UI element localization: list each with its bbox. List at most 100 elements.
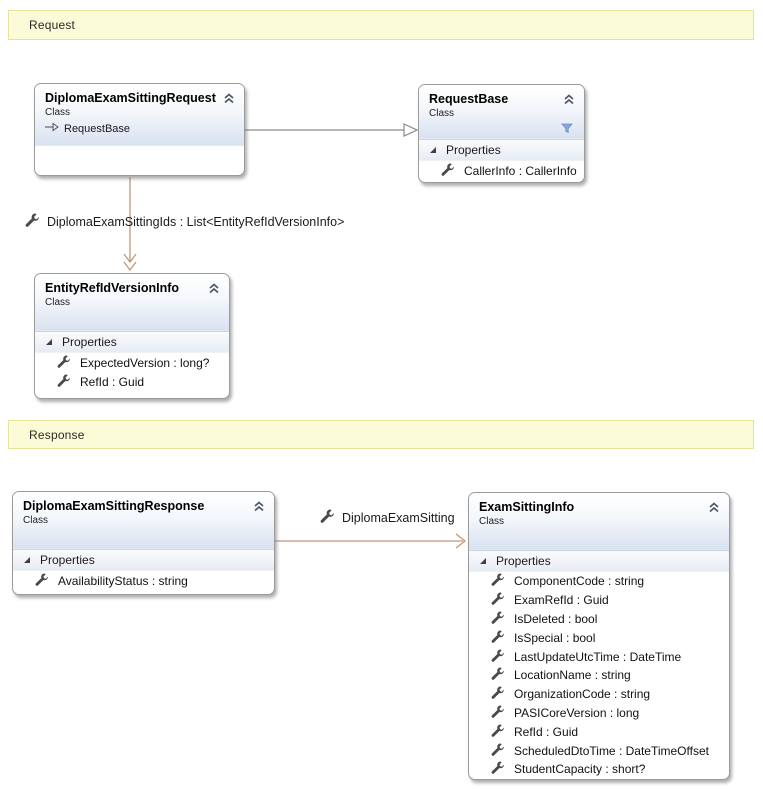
section-label: Properties xyxy=(496,554,551,568)
member-row[interactable]: ExamRefId : Guid xyxy=(469,591,729,610)
collapse-chevron-icon[interactable] xyxy=(563,92,575,105)
comment-banner-request[interactable]: Request xyxy=(8,10,754,40)
property-wrench-icon xyxy=(491,743,504,759)
class-box-entity-ref-id-version-info[interactable]: EntityRefIdVersionInfo Class Properties … xyxy=(34,273,230,399)
member-label: IsSpecial : bool xyxy=(514,630,596,645)
class-kind: Class xyxy=(429,108,455,119)
class-kind: Class xyxy=(479,516,505,527)
association-label-diploma-exam-sitting[interactable]: DiplomaExamSitting xyxy=(320,509,455,526)
member-label: RefId : Guid xyxy=(514,724,579,739)
member-row[interactable]: RefId : Guid xyxy=(469,722,729,741)
member-row[interactable]: IsSpecial : bool xyxy=(469,628,729,647)
member-row[interactable]: LastUpdateUtcTime : DateTime xyxy=(469,647,729,666)
member-row[interactable]: AvailabilityStatus : string xyxy=(13,571,274,590)
class-kind: Class xyxy=(45,107,71,118)
class-box-diploma-exam-sitting-request[interactable]: DiplomaExamSittingRequest Class RequestB… xyxy=(34,83,245,176)
member-label: ExpectedVersion : long? xyxy=(80,355,210,370)
property-wrench-icon xyxy=(491,630,504,646)
member-label: LocationName : string xyxy=(514,668,631,683)
section-header-properties[interactable]: Properties xyxy=(419,139,584,161)
collapse-chevron-icon[interactable] xyxy=(223,91,235,104)
member-label: IsDeleted : bool xyxy=(514,611,598,626)
association-connector-diploma-exam-sitting[interactable] xyxy=(275,533,467,549)
association-label-text: DiplomaExamSitting xyxy=(342,510,455,525)
property-wrench-icon xyxy=(491,724,504,740)
filter-icon[interactable] xyxy=(561,121,573,134)
section-label: Properties xyxy=(446,143,501,157)
member-row[interactable]: ExpectedVersion : long? xyxy=(35,353,229,372)
comment-banner-response[interactable]: Response xyxy=(8,420,754,449)
property-wrench-icon xyxy=(35,572,48,589)
class-box-exam-sitting-info[interactable]: ExamSittingInfo Class Properties Compone… xyxy=(468,492,730,780)
collapse-chevron-icon[interactable] xyxy=(208,281,220,294)
property-wrench-icon xyxy=(491,592,504,608)
property-wrench-icon xyxy=(320,509,334,526)
class-box-request-base[interactable]: RequestBase Class Properties CallerInfo … xyxy=(418,84,585,183)
property-wrench-icon xyxy=(57,354,70,371)
banner-label: Response xyxy=(29,428,85,442)
expander-icon xyxy=(23,553,31,567)
class-header[interactable]: EntityRefIdVersionInfo Class xyxy=(35,274,229,331)
section-header-properties[interactable]: Properties xyxy=(13,549,274,571)
member-label: LastUpdateUtcTime : DateTime xyxy=(514,649,682,664)
class-title: EntityRefIdVersionInfo xyxy=(45,281,180,295)
class-header[interactable]: ExamSittingInfo Class xyxy=(469,493,729,550)
collapse-chevron-icon[interactable] xyxy=(253,499,265,512)
expander-icon xyxy=(45,335,53,349)
association-connector-exam-sitting-ids[interactable] xyxy=(123,177,137,272)
expander-icon xyxy=(429,143,437,157)
member-label: ComponentCode : string xyxy=(514,574,645,589)
section-header-properties[interactable]: Properties xyxy=(35,331,229,353)
member-label: StudentCapacity : short? xyxy=(514,762,646,777)
banner-label: Request xyxy=(29,18,76,32)
class-header[interactable]: RequestBase Class xyxy=(419,85,584,139)
class-kind: Class xyxy=(45,297,71,308)
property-wrench-icon xyxy=(491,705,504,721)
property-wrench-icon xyxy=(491,686,504,702)
member-row[interactable]: ScheduledDtoTime : DateTimeOffset xyxy=(469,741,729,760)
member-row[interactable]: RefId : Guid xyxy=(35,372,229,391)
member-row[interactable]: CallerInfo : CallerInfo xyxy=(419,161,584,180)
expander-icon xyxy=(479,554,487,568)
member-label: RefId : Guid xyxy=(80,374,145,389)
class-header[interactable]: DiplomaExamSittingResponse Class xyxy=(13,492,274,549)
property-wrench-icon xyxy=(491,649,504,665)
property-wrench-icon xyxy=(491,761,504,777)
member-label: ScheduledDtoTime : DateTimeOffset xyxy=(514,743,709,758)
member-label: PASICoreVersion : long xyxy=(514,705,640,720)
association-label-text: DiplomaExamSittingIds : List<EntityRefId… xyxy=(47,214,345,229)
collapse-chevron-icon[interactable] xyxy=(708,500,720,513)
member-row[interactable]: IsDeleted : bool xyxy=(469,610,729,629)
inheritance-connector[interactable] xyxy=(245,123,419,137)
property-wrench-icon xyxy=(491,573,504,589)
member-row[interactable]: LocationName : string xyxy=(469,666,729,685)
member-label: CallerInfo : CallerInfo xyxy=(464,163,577,178)
member-row[interactable]: PASICoreVersion : long xyxy=(469,704,729,723)
inheritance-arrow-icon xyxy=(45,122,59,135)
association-label-diploma-exam-sitting-ids[interactable]: DiplomaExamSittingIds : List<EntityRefId… xyxy=(25,213,344,230)
class-title: DiplomaExamSittingRequest xyxy=(45,91,216,105)
member-label: OrganizationCode : string xyxy=(514,687,651,702)
property-wrench-icon xyxy=(491,611,504,627)
class-header[interactable]: DiplomaExamSittingRequest Class RequestB… xyxy=(35,84,244,146)
class-title: DiplomaExamSittingResponse xyxy=(23,499,205,513)
property-wrench-icon xyxy=(57,373,70,390)
member-row[interactable]: OrganizationCode : string xyxy=(469,685,729,704)
member-label: AvailabilityStatus : string xyxy=(58,573,188,588)
class-title: ExamSittingInfo xyxy=(479,500,575,514)
class-title: RequestBase xyxy=(429,92,509,106)
member-row[interactable]: StudentCapacity : short? xyxy=(469,760,729,779)
section-header-properties[interactable]: Properties xyxy=(469,550,729,572)
base-type-label: RequestBase xyxy=(64,122,131,135)
member-row[interactable]: ComponentCode : string xyxy=(469,572,729,591)
property-wrench-icon xyxy=(441,162,454,179)
section-label: Properties xyxy=(62,335,117,349)
class-box-diploma-exam-sitting-response[interactable]: DiplomaExamSittingResponse Class Propert… xyxy=(12,491,275,595)
section-label: Properties xyxy=(40,553,95,567)
property-wrench-icon xyxy=(25,213,39,230)
member-label: ExamRefId : Guid xyxy=(514,593,609,608)
base-type-row[interactable]: RequestBase xyxy=(45,122,234,135)
property-wrench-icon xyxy=(491,667,504,683)
